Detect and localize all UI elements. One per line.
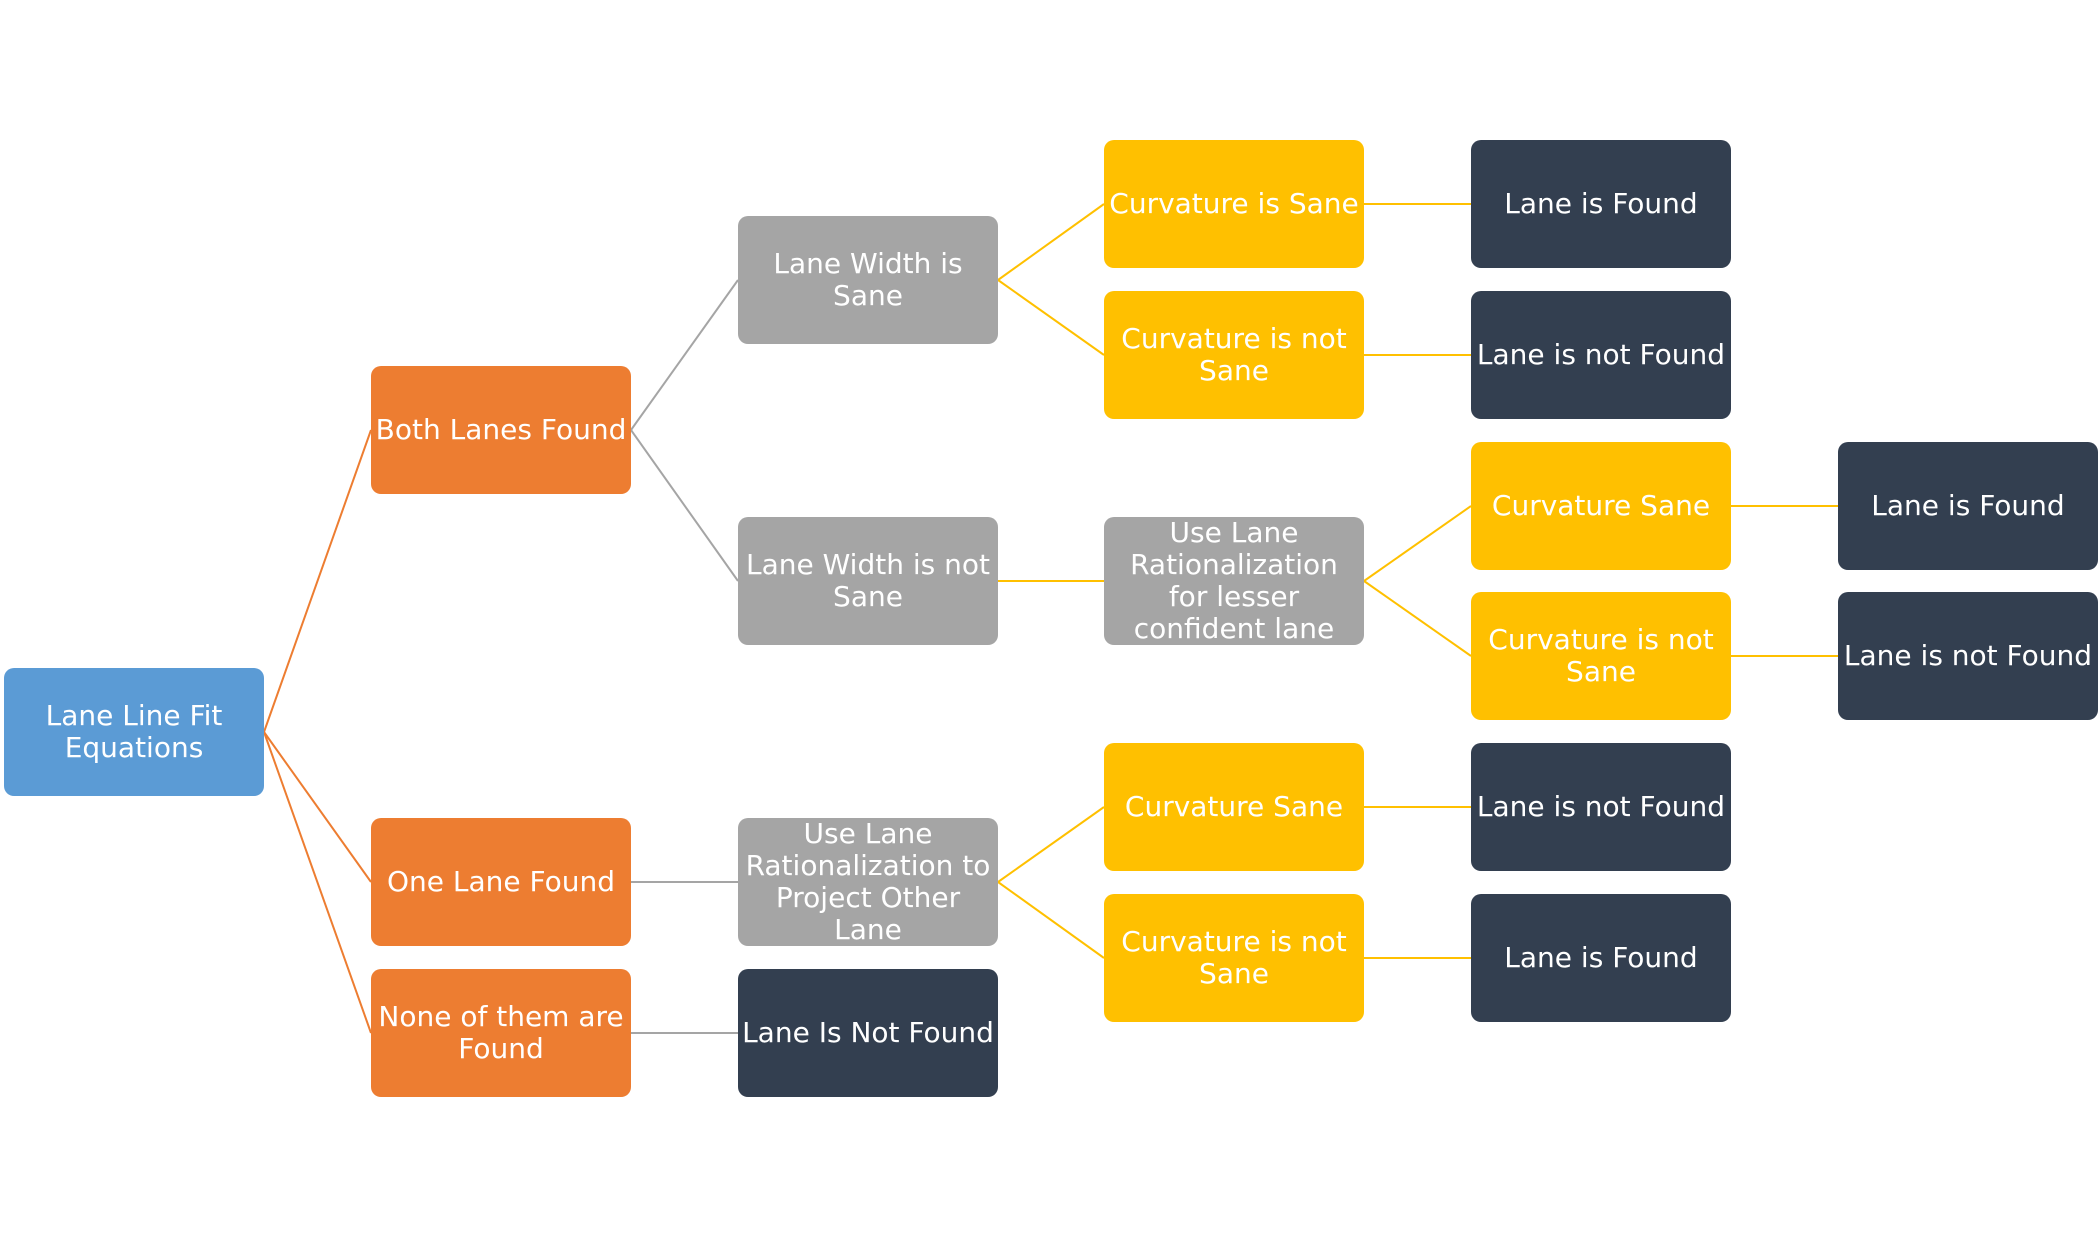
connector-use_lane_project-to-curvature_is_not_sane_3 — [997, 881, 1105, 959]
node-result-lane-is-not-found: Lane is not Found — [1471, 291, 1731, 419]
connector-both_lanes_found-to-lane_width_sane — [630, 279, 739, 431]
node-curvature-is-not-sane-lower: Curvature is not Sane — [1104, 894, 1364, 1022]
node-result-lane-is-not-found-lower: Lane is not Found — [1471, 743, 1731, 871]
node-use-lane-rationalization-lesser: Use Lane Rationalization for lesser conf… — [1104, 517, 1364, 645]
connector-root-to-one_lane_found — [263, 731, 372, 883]
connector-use_lane_project-to-curvature_sane_3 — [997, 806, 1105, 883]
node-lane-width-not-sane: Lane Width is not Sane — [738, 517, 998, 645]
node-curvature-is-not-sane-mid: Curvature is not Sane — [1471, 592, 1731, 720]
connector-use_lane_lesser-to-curvature_sane_2 — [1363, 505, 1472, 582]
node-lane-width-sane: Lane Width is Sane — [738, 216, 998, 344]
node-curvature-sane-lower: Curvature Sane — [1104, 743, 1364, 871]
connector-lane_width_sane-to-curvature_is_sane_1 — [997, 203, 1105, 281]
node-curvature-is-not-sane: Curvature is not Sane — [1104, 291, 1364, 419]
node-both-lanes-found: Both Lanes Found — [371, 366, 631, 494]
connector-lane_width_sane-to-curvature_is_not_sane_1 — [997, 279, 1105, 356]
node-result-lane-is-not-found-mid: Lane is not Found — [1838, 592, 2098, 720]
node-result-lane-is-found-mid: Lane is Found — [1838, 442, 2098, 570]
node-one-lane-found: One Lane Found — [371, 818, 631, 946]
node-lane-line-fit-equations: Lane Line Fit Equations — [4, 668, 264, 796]
node-curvature-sane-mid: Curvature Sane — [1471, 442, 1731, 570]
node-none-found: None of them are Found — [371, 969, 631, 1097]
node-result-lane-is-found-lower: Lane is Found — [1471, 894, 1731, 1022]
node-result-lane-is-found: Lane is Found — [1471, 140, 1731, 268]
connector-use_lane_lesser-to-curvature_is_not_sane_2 — [1363, 580, 1472, 657]
connector-both_lanes_found-to-lane_width_not_sane — [630, 429, 739, 582]
node-curvature-is-sane: Curvature is Sane — [1104, 140, 1364, 268]
connector-root-to-both_lanes_found — [263, 429, 372, 733]
node-use-lane-rationalization-project: Use Lane Rationalization to Project Othe… — [738, 818, 998, 946]
node-result-lane-is-not-found-none: Lane Is Not Found — [738, 969, 998, 1097]
connector-root-to-none_found — [263, 731, 372, 1034]
